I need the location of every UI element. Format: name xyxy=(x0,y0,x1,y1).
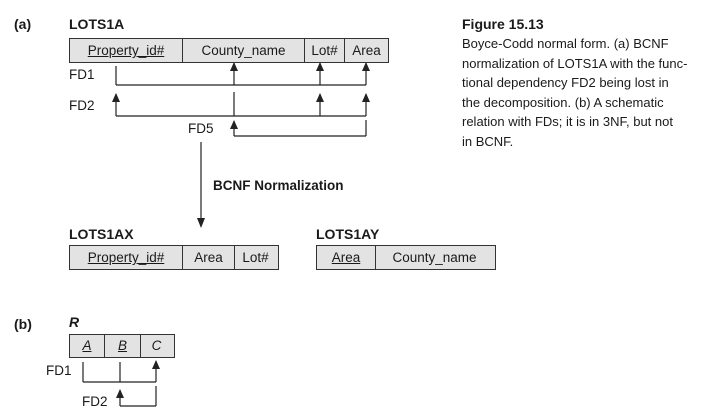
figure-title: Figure 15.13 xyxy=(462,16,544,32)
attr-area: Area xyxy=(182,246,234,269)
lots1ax-title: LOTS1AX xyxy=(69,226,134,242)
fd2-lines xyxy=(112,92,370,117)
fd2-b-label: FD2 xyxy=(82,394,108,409)
attr-property-id: Property_id# xyxy=(87,250,165,265)
lots1ay-table: Area County_name xyxy=(316,245,496,270)
attr-county-name: County_name xyxy=(375,246,493,269)
caption-line: the decomposition. (b) A schematic xyxy=(462,94,664,110)
figure-caption: Boyce-Codd normal form. (a) BCNF normali… xyxy=(462,34,712,151)
attr-c: C xyxy=(140,335,172,357)
fd5-lines xyxy=(230,120,367,137)
caption-line: in BCNF. xyxy=(462,133,514,149)
attr-area: Area xyxy=(331,250,361,265)
relation-r-title: R xyxy=(69,314,80,330)
attr-a: A xyxy=(82,338,92,353)
lots1a-title: LOTS1A xyxy=(69,16,125,32)
attr-lot: Lot# xyxy=(304,39,344,62)
caption-line: relation with FDs; it is in 3NF, but not xyxy=(462,114,673,129)
fd1-b-label: FD1 xyxy=(46,363,72,378)
lots1ay-title: LOTS1AY xyxy=(316,226,380,242)
fd1-b-lines xyxy=(82,360,160,383)
normalization-arrowhead xyxy=(197,218,205,228)
lots1a-table: Property_id# County_name Lot# Area xyxy=(69,38,389,63)
fd5-label: FD5 xyxy=(188,121,214,136)
attr-county-name: County_name xyxy=(182,39,304,62)
caption-line: Boyce-Codd normal form. (a) BCNF xyxy=(462,36,669,51)
lots1ax-table: Property_id# Area Lot# xyxy=(69,245,279,270)
attr-property-id: Property_id# xyxy=(87,43,165,58)
fd2-label: FD2 xyxy=(69,98,95,113)
relation-r-table: A B C xyxy=(69,334,175,358)
fd2-b-lines xyxy=(116,386,157,407)
caption-line: tional dependency FD2 being lost in xyxy=(462,75,669,90)
fd1-label: FD1 xyxy=(69,67,95,82)
attr-lot: Lot# xyxy=(234,246,276,269)
part-b-label: (b) xyxy=(14,316,32,332)
fd1-lines xyxy=(115,62,370,86)
caption-line: normalization of LOTS1A with the func- xyxy=(462,55,688,71)
bcnf-normalization-label: BCNF Normalization xyxy=(213,178,344,193)
part-a-label: (a) xyxy=(14,16,32,32)
attr-b: B xyxy=(104,335,140,357)
attr-area: Area xyxy=(344,39,388,62)
